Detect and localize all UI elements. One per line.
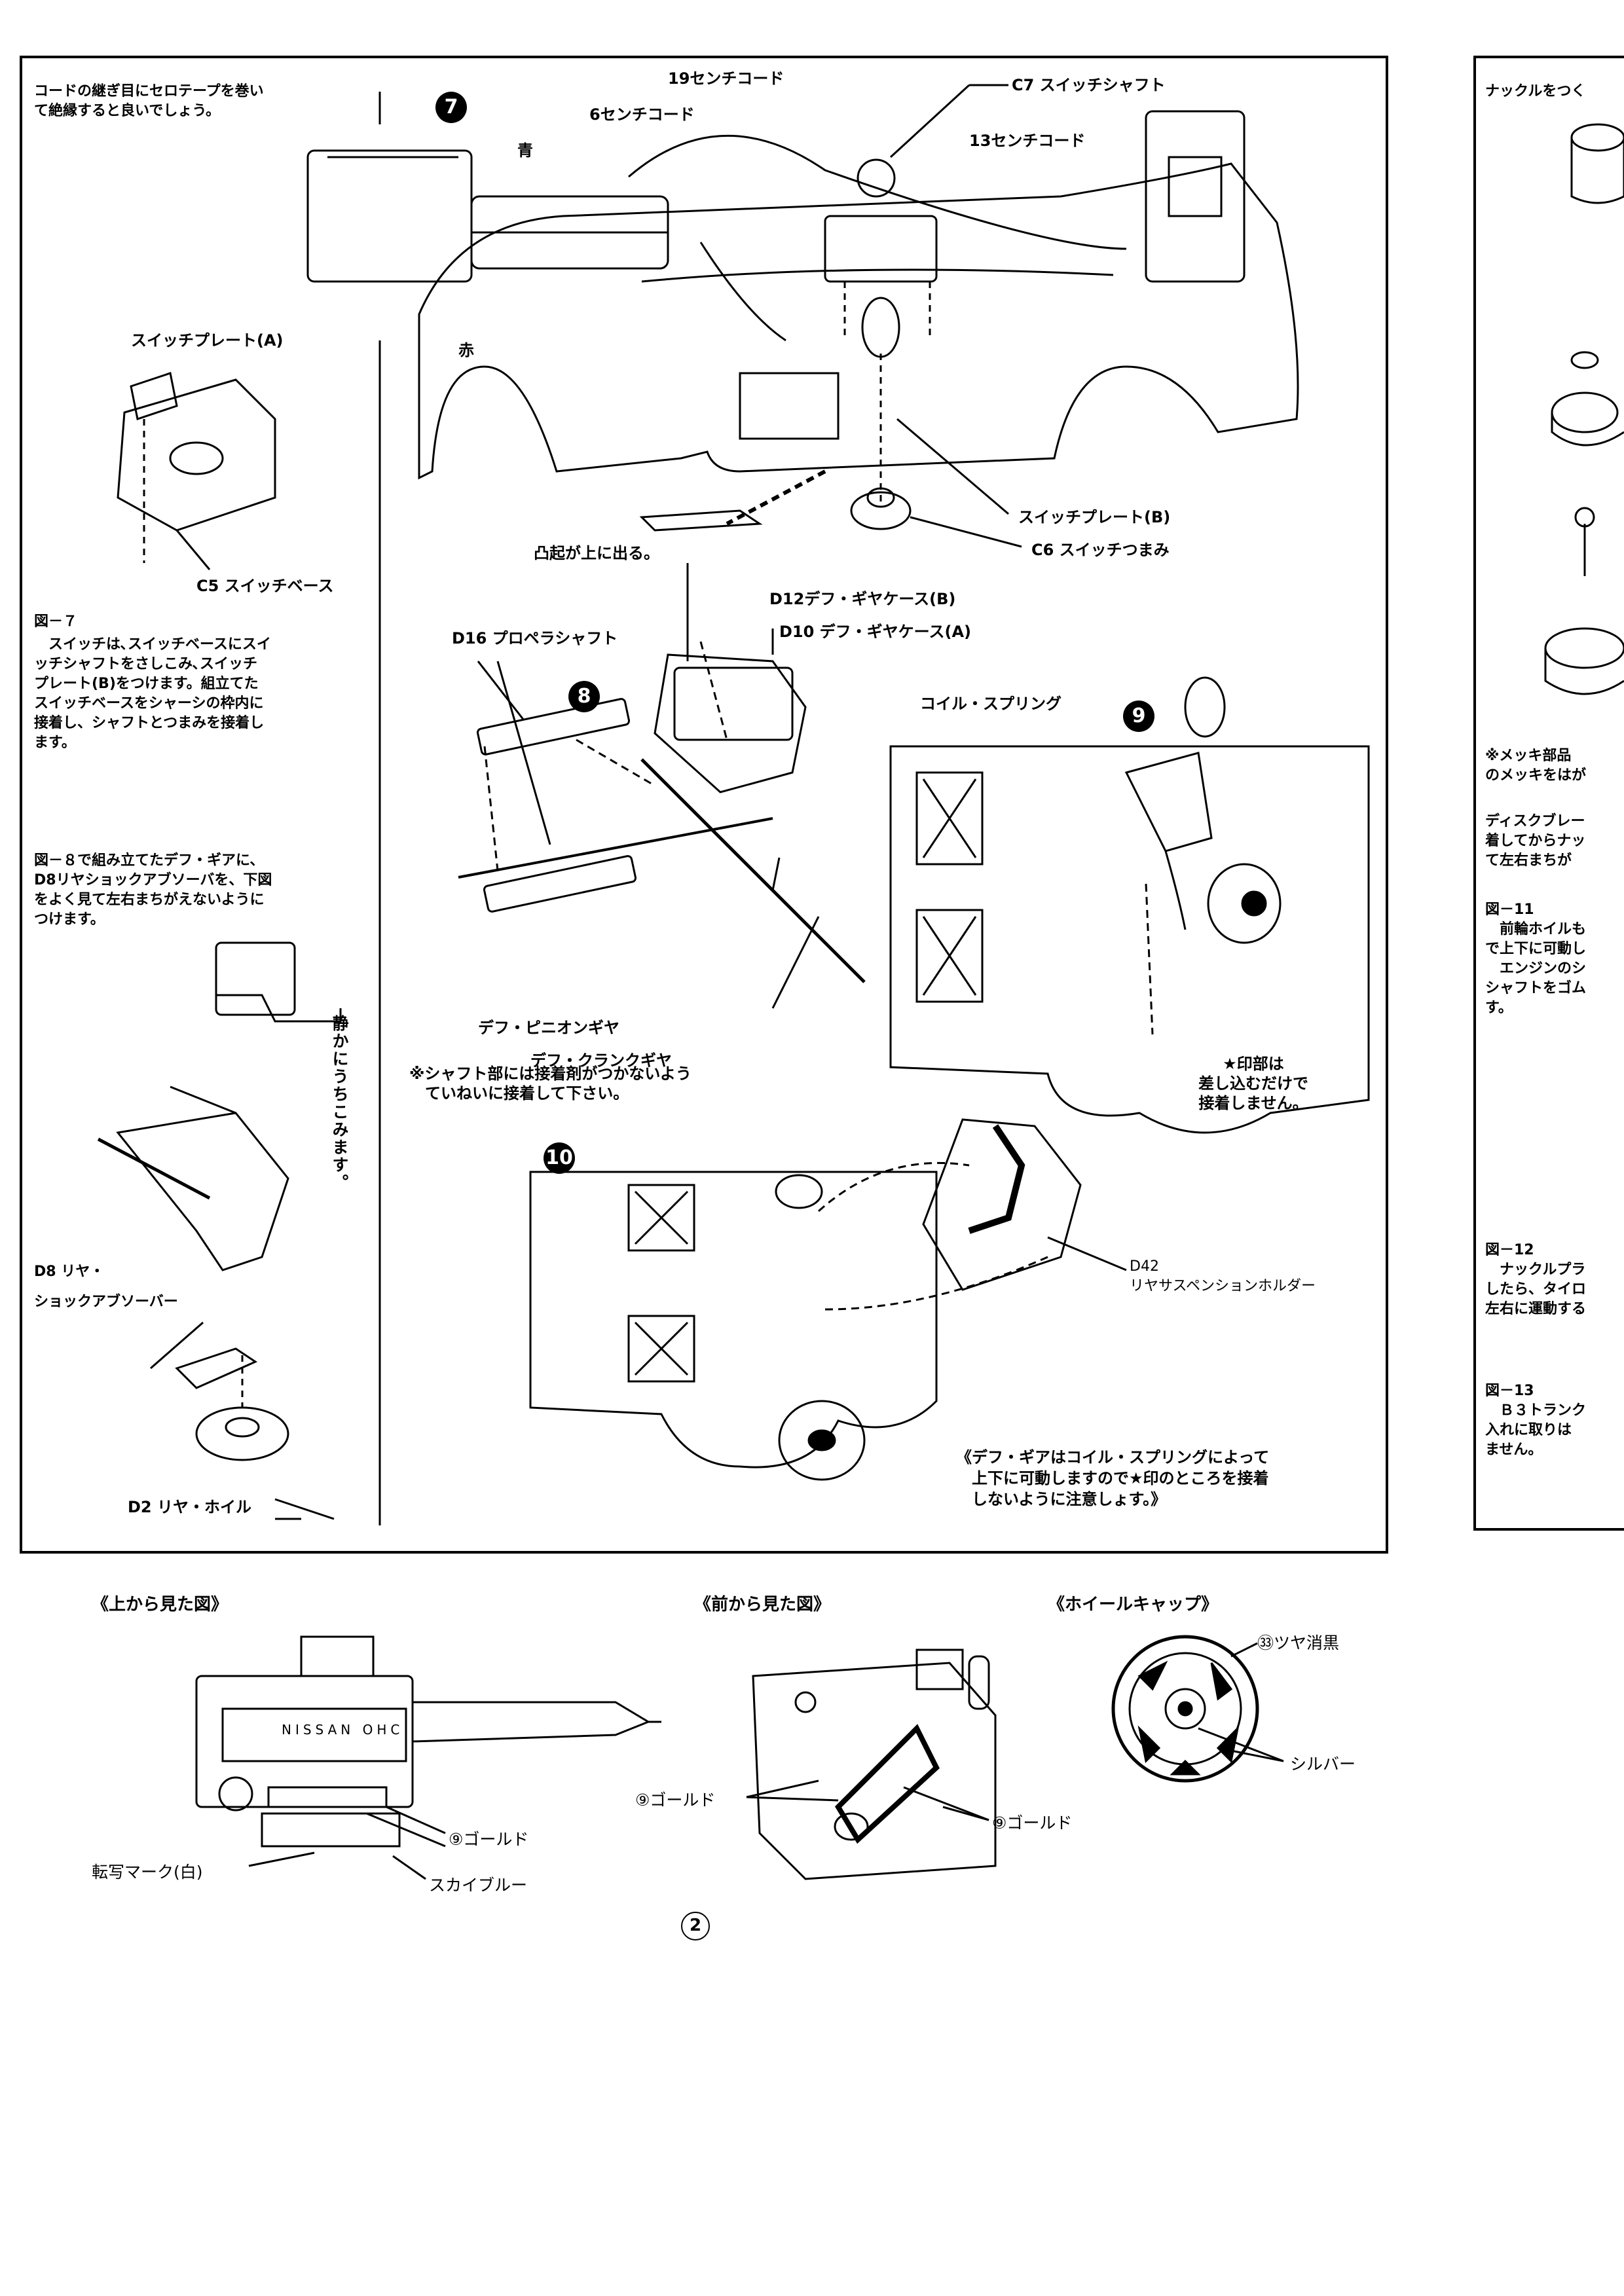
fig11-description: 前輪ホイルも で上下に可動し エンジンのシ シャフトをゴム す。 [1485,921,1587,1016]
gold-label-front-left: ⑨ゴールド [635,1791,716,1810]
label-blue: 青 [517,141,533,160]
fig12-description: ナックルプラ したら、タイロ 左右に運動する [1485,1262,1587,1317]
label-19cm-cord: 19センチコード [668,69,784,88]
disk-brake-note: ディスクブレー 着してからナッ て左右まちが [1485,813,1586,869]
label-d10-diff-gear-case-a: D10 デフ・ギヤケース(A) [779,623,971,641]
wheel-cap-caption: 《ホイールキャップ》 [1048,1595,1219,1614]
label-d16-propeller-shaft: D16 プロペラシャフト [452,629,618,647]
label-6cm-cord: 6センチコード [589,105,695,124]
label-red: 赤 [458,341,474,359]
label-switch-plate-b: スイッチプレート(B) [1018,508,1171,526]
star-note: ★印部は 差し込むだけで 接着しません。 [1198,1055,1308,1112]
step-10-badge: 10 [544,1142,575,1174]
right-column: ナックルをつく ※メッキ部品 のメッキをはが ディスクブレー 着してからナッ て… [1479,62,1624,1522]
fig13-title: 図－13 [1485,1383,1534,1399]
fig11-title: 図－11 [1485,902,1534,918]
silver-label: シルバー [1290,1755,1356,1774]
label-diff-crank-gear: デフ・クランクギヤ [530,1051,672,1070]
shaft-glue-note: ※シャフト部には接着剤がつかないよう ていねいに接着して下さい。 [409,1065,692,1102]
plating-note: ※メッキ部品 のメッキをはが [1485,748,1587,784]
label-d2-rear-wheel: D2 リヤ・ホイル [128,1498,251,1516]
top-view-caption: 《上から見た図》 [92,1595,229,1614]
fig13-description: Ｂ３トランク 入れに取りは ません。 [1485,1402,1587,1458]
label-bump-up: 凸起が上に出る。 [534,544,659,562]
engine-nameplate-text: NISSAN OHC [282,1722,404,1738]
label-d12-diff-gear-case-b: D12デフ・ギヤケース(B) [769,590,956,608]
hammer-note: 静かにうちこみます。 [330,1015,349,1192]
label-c5-switch-base: C5 スイッチベース [196,577,334,595]
decal-mark-label: 転写マーク(白) [92,1863,203,1882]
label-c6-switch-knob: C6 スイッチつまみ [1031,541,1170,559]
page-number: 2 [681,1912,710,1941]
label-d8-rear-shock: D8 リヤ・ ショックアブソーバー [34,1264,178,1310]
tape-note: コードの継ぎ目にセロテープを巻い て絶縁すると良いでしょう。 [34,83,264,119]
main-panel-frame [20,56,1388,1554]
right-heading: ナックルをつく [1485,83,1586,100]
sky-blue-label: スカイブルー [429,1876,528,1895]
front-view-caption: 《前から見た図》 [694,1595,831,1614]
fig7-description: スイッチは､スイッチベースにスイ ッチシャフトをさしこみ､スイッチ プレート(B… [34,636,271,751]
fig7-title: 図－７ [34,613,78,630]
label-switch-plate-a: スイッチプレート(A) [131,331,284,350]
matte-black-label: ㉝ツヤ消黒 [1257,1633,1340,1652]
diff-gear-caution: 《デフ・ギアはコイル・スプリングによって 上下に可動しますので★印のところを接着… [956,1448,1270,1508]
fig12-title: 図－12 [1485,1242,1534,1258]
step-7-badge: 7 [435,92,467,123]
label-c7-switch-shaft: C7 スイッチシャフト [1012,76,1166,94]
fig8-description: 図－８で組み立てたデフ・ギアに、 D8リヤショックアブソーバを、下図 をよく見て… [34,852,272,928]
gold-label-front-right: ⑨ゴールド [992,1813,1073,1832]
label-diff-pinion-gear: デフ・ピニオンギヤ [478,1019,619,1037]
gold-label-top: ⑨ゴールド [449,1830,529,1849]
label-coil-spring: コイル・スプリング [920,695,1061,713]
label-d42-rear-suspension-holder: D42 リヤサスペンションホルダー [1130,1258,1316,1294]
label-13cm-cord: 13センチコード [969,132,1086,150]
step-8-badge: 8 [568,681,600,712]
step-9-badge: 9 [1123,701,1154,732]
right-panel-frame [1473,56,1624,1531]
